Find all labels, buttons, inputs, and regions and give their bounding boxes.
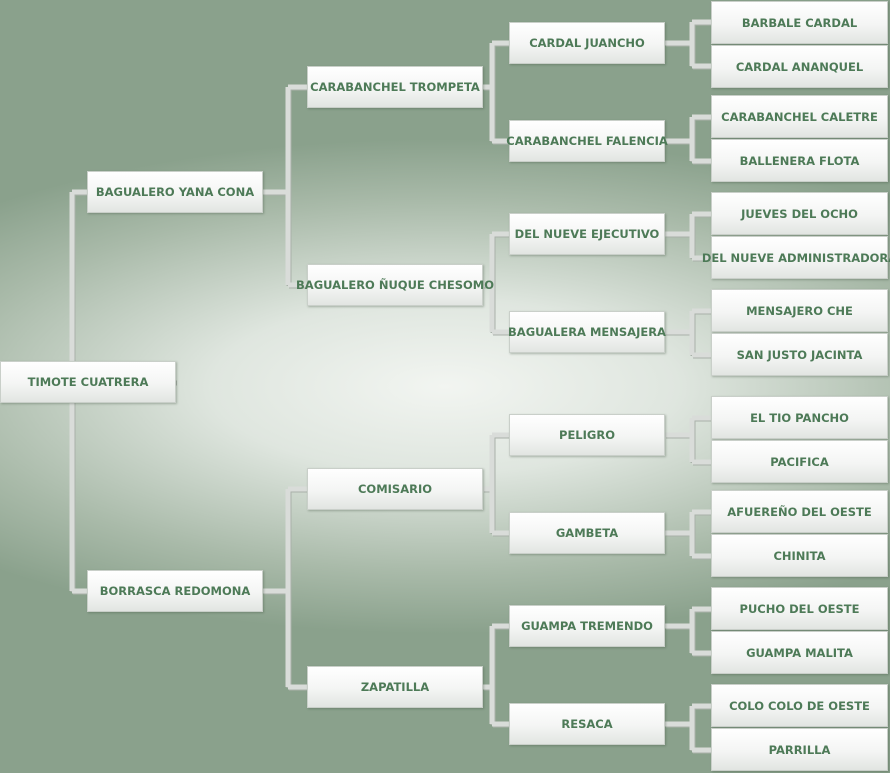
paternal-grandsire[interactable]: CARABANCHEL TROMPETA <box>307 66 483 108</box>
dam[interactable]: BORRASCA REDOMONA <box>87 570 263 612</box>
ancestor-sd-sire[interactable]: DEL NUEVE EJECUTIVO <box>509 213 665 255</box>
ancestor-ss-dam[interactable]: CARABANCHEL FALENCIA <box>506 120 668 162</box>
ancestor-ddd-dam[interactable]: PARRILLA <box>711 728 888 771</box>
ancestor-ds-sire[interactable]: PELIGRO <box>509 414 665 456</box>
ancestor-dd-dam[interactable]: RESACA <box>509 703 665 745</box>
ancestor-ddd-sire[interactable]: COLO COLO DE OESTE <box>711 684 888 727</box>
ancestor-sds-sire[interactable]: JUEVES DEL OCHO <box>711 192 888 235</box>
ancestor-dds-sire[interactable]: PUCHO DEL OESTE <box>711 587 888 630</box>
ancestor-dss-sire[interactable]: EL TIO PANCHO <box>711 396 888 439</box>
ancestor-sss-sire[interactable]: BARBALE CARDAL <box>711 1 888 44</box>
ancestor-sd-dam[interactable]: BAGUALERA MENSAJERA <box>508 311 666 353</box>
ancestor-sds-dam[interactable]: DEL NUEVE ADMINISTRADORA <box>702 236 890 279</box>
maternal-granddam[interactable]: ZAPATILLA <box>307 666 483 708</box>
maternal-grandsire[interactable]: COMISARIO <box>307 468 483 510</box>
ancestor-ssd-dam[interactable]: BALLENERA FLOTA <box>711 139 888 182</box>
ancestor-dd-sire[interactable]: GUAMPA TREMENDO <box>509 605 665 647</box>
ancestor-ss-sire[interactable]: CARDAL JUANCHO <box>509 22 665 64</box>
ancestor-sss-dam[interactable]: CARDAL ANANQUEL <box>711 45 888 88</box>
horse-subject[interactable]: TIMOTE CUATRERA <box>0 361 176 403</box>
ancestor-dss-dam[interactable]: PACIFICA <box>711 440 888 483</box>
sire[interactable]: BAGUALERO YANA CONA <box>87 171 263 213</box>
ancestor-dds-dam[interactable]: GUAMPA MALITA <box>711 631 888 674</box>
ancestor-sdd-sire[interactable]: MENSAJERO CHE <box>711 289 888 332</box>
ancestor-dsd-sire[interactable]: AFUEREÑO DEL OESTE <box>711 490 888 533</box>
ancestor-sdd-dam[interactable]: SAN JUSTO JACINTA <box>711 333 888 376</box>
ancestor-ssd-sire[interactable]: CARABANCHEL CALETRE <box>711 95 888 138</box>
ancestor-ds-dam[interactable]: GAMBETA <box>509 512 665 554</box>
ancestor-dsd-dam[interactable]: CHINITA <box>711 534 888 577</box>
paternal-granddam[interactable]: BAGUALERO ÑUQUE CHESOMO <box>296 264 494 306</box>
